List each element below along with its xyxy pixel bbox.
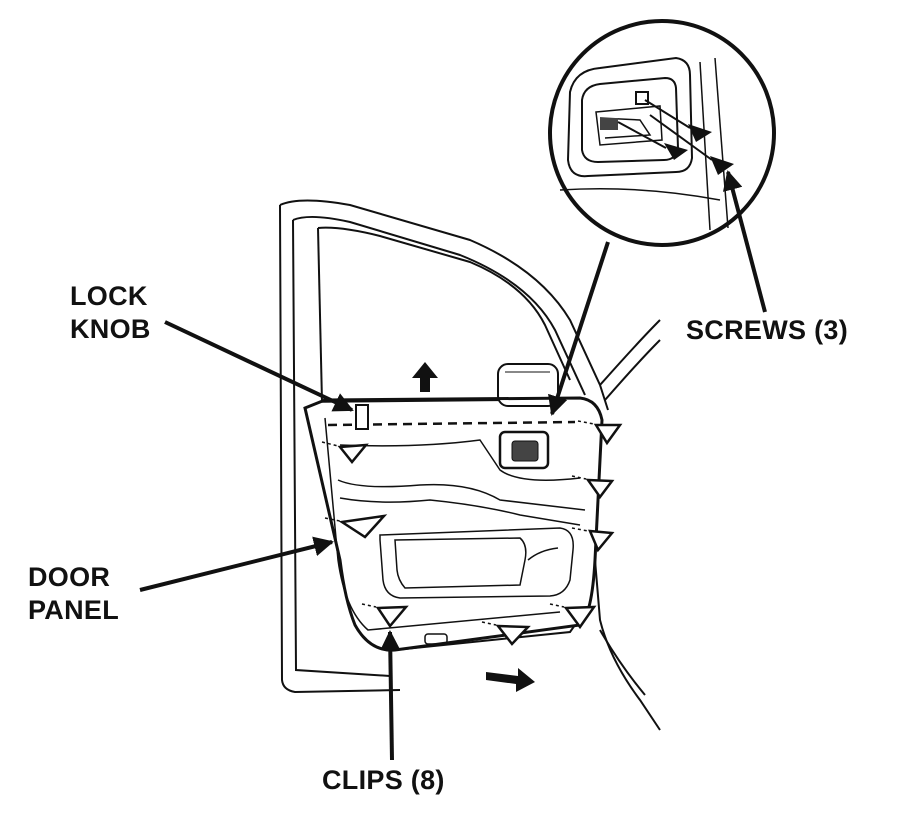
side-mirror xyxy=(497,363,559,407)
clip-marker-icon xyxy=(588,529,615,553)
screw-marker-icon xyxy=(664,124,734,175)
lock-knob-label: LOCK KNOB xyxy=(70,280,151,346)
leader-inset xyxy=(548,241,610,416)
leader-screws xyxy=(722,170,767,313)
door-frame xyxy=(279,199,661,731)
clip-dashes xyxy=(321,420,595,626)
lock-knob-label-line1: LOCK xyxy=(70,281,148,311)
leader-lines xyxy=(139,170,767,761)
clips-label: CLIPS (8) xyxy=(322,765,445,795)
leader-door-panel xyxy=(139,536,334,592)
clip-marker-icon xyxy=(338,514,388,539)
lock-knob-label-line2: KNOB xyxy=(70,314,151,344)
clip-marker-icon xyxy=(375,605,409,629)
clip-markers xyxy=(337,423,623,646)
up-arrow-icon xyxy=(412,362,438,392)
clip-marker-icon xyxy=(563,605,597,630)
inset-detail xyxy=(548,19,776,247)
out-arrow-icon xyxy=(486,668,535,692)
door-panel-label-line2: PANEL xyxy=(28,595,120,625)
clip-marker-icon xyxy=(585,478,615,500)
leader-clips xyxy=(380,630,401,761)
lock-knob xyxy=(355,404,369,430)
clip-marker-icon xyxy=(337,443,369,464)
clip-marker-icon xyxy=(495,624,531,646)
leader-lock-knob xyxy=(164,320,354,412)
door-panel-label-line1: DOOR xyxy=(28,562,111,592)
screws-label: SCREWS (3) xyxy=(686,315,849,345)
clip-marker-icon xyxy=(593,423,623,446)
door-panel-label: DOOR PANEL xyxy=(28,561,119,627)
